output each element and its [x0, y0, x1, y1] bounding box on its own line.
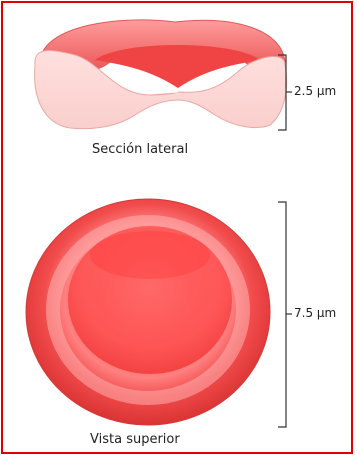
side-thickness-label: 2.5 µm [294, 84, 336, 98]
side-section-caption: Sección lateral [92, 142, 188, 157]
top-view-cell [26, 199, 270, 425]
top-view-caption: Vista superior [90, 432, 180, 447]
side-section-cell [35, 20, 287, 129]
top-diameter-label: 7.5 µm [294, 306, 336, 320]
top-measure-bracket [278, 202, 292, 427]
